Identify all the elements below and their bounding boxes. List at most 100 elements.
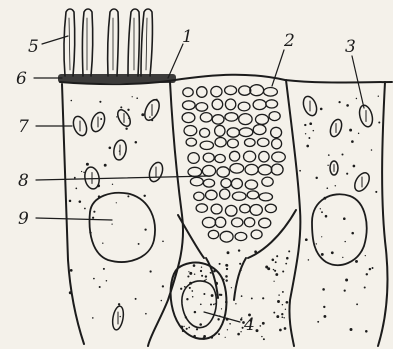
granule [321,253,324,256]
mucous-droplet [225,205,237,216]
granule [120,316,121,317]
mucous-droplet [258,165,272,175]
granule [372,267,374,269]
granule [125,127,127,129]
granule [283,317,284,318]
granule [262,297,264,299]
apical-granules [58,74,176,83]
mucous-droplet [215,154,225,162]
granule [285,263,287,265]
granule [356,303,358,305]
mucous-droplet [259,218,271,228]
granule [369,268,371,270]
granule [327,165,328,166]
granule [201,275,203,277]
granule [309,122,312,125]
granule [196,328,198,330]
mucous-droplet [211,86,222,96]
mucous-droplet [239,114,252,125]
granule [183,326,184,327]
granule [261,336,262,337]
granule [103,113,104,114]
granule [288,250,290,252]
granule [351,140,354,143]
granule [192,296,194,298]
mucous-droplet [225,113,238,121]
mucous-droplet [220,189,230,199]
granule [100,118,102,120]
granule [285,309,286,310]
granule [254,250,257,253]
granule [135,141,138,144]
mucous-droplet [184,126,197,136]
granule [182,330,184,332]
granule [276,315,279,318]
mucous-droplet [257,138,269,146]
granule [251,297,253,299]
granule [355,260,358,263]
granule [220,294,222,296]
granule [225,337,226,338]
granule [275,261,277,263]
granule [237,333,240,336]
granule [308,137,310,139]
granule [86,163,89,166]
granule [203,335,206,338]
granule [223,278,225,280]
granule [127,109,129,111]
mucous-droplet [232,218,243,227]
granule [342,257,343,258]
mucous-droplet [203,179,214,187]
granule [240,331,241,332]
granule [273,281,274,282]
granule [346,173,348,175]
granule [305,238,308,241]
mucous-droplet [271,127,282,137]
granule [194,273,195,274]
granule [275,273,278,276]
granule [286,257,289,260]
granule [81,171,82,172]
mucous-droplet [215,125,225,136]
granule [201,267,202,268]
granule [106,280,108,282]
granule [188,271,189,272]
granule [120,106,122,108]
granule [127,195,129,197]
granule [71,100,73,102]
granule [225,264,228,267]
granule [317,321,319,323]
granule [239,263,241,265]
granule [282,291,284,293]
granule [356,98,357,99]
granule [119,151,120,152]
mucous-droplet [206,190,218,200]
granule [238,249,240,251]
granule [99,101,101,103]
granule [328,154,330,156]
mucous-droplet [239,128,253,137]
vacuole [90,193,155,262]
granule [205,275,207,277]
granule [145,313,147,315]
mucous-droplet [232,192,246,200]
granule [225,279,227,281]
mucous-droplet [200,128,210,137]
granule [286,301,289,304]
granule [116,202,117,203]
mucous-droplet [225,86,237,95]
granule [282,270,284,272]
granule [213,304,215,306]
mucous-droplet [188,153,199,164]
mucous-droplet [215,217,226,227]
granule [282,304,283,305]
granule [276,255,278,257]
mucous-droplet [265,204,276,212]
label-5: 5 [28,37,39,57]
granule [193,264,196,267]
granule [378,121,380,123]
granule [83,172,84,173]
granule [211,294,214,297]
granule [267,267,270,270]
mucous-droplet [200,141,213,149]
